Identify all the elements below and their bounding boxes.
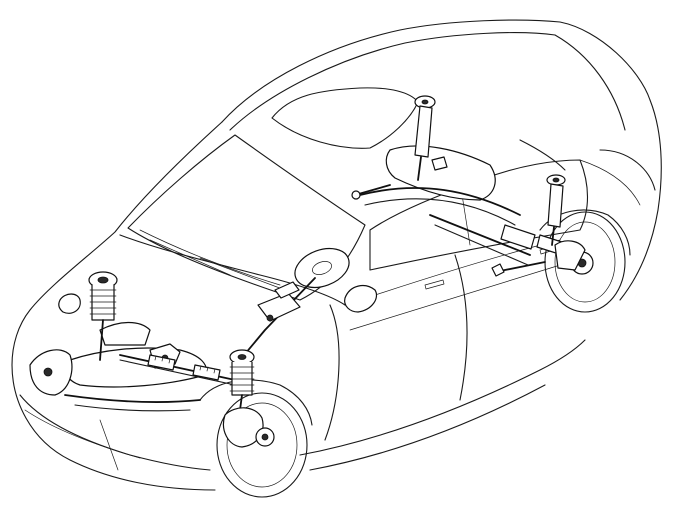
windshield [127,134,366,301]
side-mirror [344,284,378,313]
front-wheel [199,379,313,498]
steering-column [239,277,316,361]
front-subframe [29,321,207,412]
steering-wheel [294,247,350,289]
rear-subframe [351,145,594,277]
sunroof [271,87,419,149]
front-left-strut [58,271,118,361]
car-body-outline [11,19,662,491]
rear-left-shock [414,95,448,181]
rear-right-shock [546,174,566,246]
steering-rack [119,354,236,386]
front-right-strut [222,349,275,448]
